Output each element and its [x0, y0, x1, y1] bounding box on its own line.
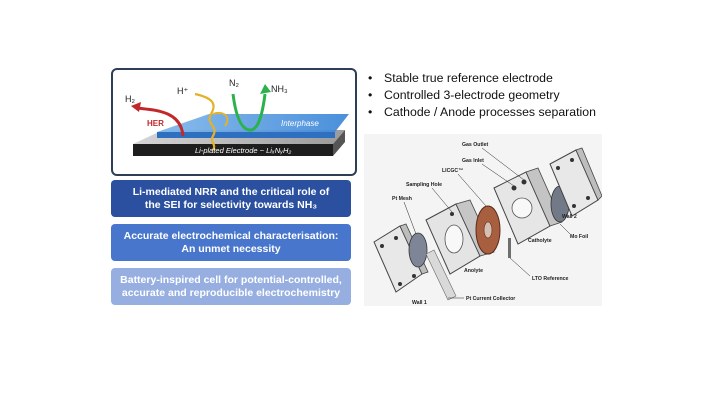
panel-3-line-1: Battery-inspired cell for potential-cont… — [120, 273, 342, 286]
panel-1-line-2: the SEI for selectivity towards NH₃ — [144, 198, 318, 211]
panel-li-mediated-nrr: Li-mediated NRR and the critical role of… — [111, 180, 351, 217]
anolyte-chamber — [444, 224, 464, 254]
bullet-item: Cathode / Anode processes separation — [366, 104, 596, 121]
panel-battery-inspired-cell: Battery-inspired cell for potential-cont… — [111, 268, 351, 305]
electrode-slab-side — [333, 130, 345, 156]
gas-inlet-label: Gas Inlet — [462, 158, 484, 164]
interphase-layer — [157, 114, 349, 132]
hplus-label: H⁺ — [177, 86, 188, 96]
wall-1-hole — [412, 274, 416, 278]
gas-inlet-port — [511, 185, 517, 191]
mo-foil-label: Mo Foil — [570, 234, 589, 240]
wall-1-hole — [380, 244, 384, 248]
gas-outlet-port — [521, 179, 527, 185]
wall-1-label: Wall 1 — [412, 300, 427, 306]
gas-outlet-label: Gas Outlet — [462, 142, 489, 148]
wall-2-hole — [556, 166, 560, 170]
electrode-label: Li-plated Electrode ~ LiₓNᵧH₂ — [195, 146, 291, 155]
panel-2-line-1: Accurate electrochemical characterisatio… — [123, 229, 339, 242]
leader-lines — [403, 147, 571, 299]
pt-current-collector-strip — [425, 249, 457, 301]
pt-current-collector-label: Pt Current Collector — [466, 296, 515, 302]
licgc-label: LICGC™ — [442, 168, 463, 174]
nh3-label: NH₃ — [271, 84, 288, 94]
wall-2-hole — [572, 204, 576, 208]
her-label: HER — [147, 119, 164, 128]
electrode-slab-front — [133, 144, 333, 156]
panel-1-line-1: Li-mediated NRR and the critical role of — [132, 185, 330, 198]
panel-2-line-2: An unmet necessity — [181, 242, 281, 255]
catholyte-label: Catholyte — [528, 238, 552, 244]
wall-2-hole — [586, 196, 590, 200]
panel-electrochemical-characterisation: Accurate electrochemical characterisatio… — [111, 224, 351, 261]
licgc-separator-center — [483, 221, 493, 239]
h2-label: H₂ — [125, 94, 135, 104]
bullet-item: Controlled 3-electrode geometry — [366, 87, 596, 104]
interphase-front — [157, 132, 335, 138]
interphase-scheme-svg: H₂ H⁺ N₂ NH₃ HER Interphase Li-plated El… — [125, 78, 349, 156]
interphase-label: Interphase — [281, 119, 319, 128]
cell-diagram-svg: Gas Outlet Gas Inlet LICGC™ Sampling Hol… — [364, 134, 603, 306]
lto-reference-label: LTO Reference — [532, 276, 569, 282]
bullet-item: Stable true reference electrode — [366, 70, 596, 87]
wall-2-label: Wall 2 — [562, 214, 577, 220]
wall-2-hole — [570, 158, 574, 162]
sampling-hole — [450, 212, 454, 216]
lto-reference-pin — [508, 238, 511, 258]
feature-bullet-list: Stable true reference electrode Controll… — [366, 70, 596, 121]
wall-1-hole — [394, 236, 398, 240]
n2-nh3-path — [231, 93, 267, 132]
interphase-illustration: H₂ H⁺ N₂ NH₃ HER Interphase Li-plated El… — [111, 68, 357, 176]
anolyte-label: Anolyte — [464, 268, 483, 274]
sampling-hole-label: Sampling Hole — [406, 182, 442, 188]
her-arrowhead — [131, 102, 141, 112]
nh3-arrowhead — [260, 84, 271, 94]
hplus-tail — [212, 112, 229, 127]
panel-3-line-2: accurate and reproducible electrochemist… — [121, 286, 341, 299]
hplus-path — [194, 92, 216, 151]
wall-1-hole — [398, 282, 402, 286]
pt-mesh-label: Pt Mesh — [392, 196, 412, 202]
her-arrow — [136, 106, 185, 137]
catholyte-chamber — [511, 197, 533, 219]
pt-mesh-disc — [408, 232, 428, 268]
cell-exploded-diagram: Gas Outlet Gas Inlet LICGC™ Sampling Hol… — [364, 134, 603, 306]
n2-label: N₂ — [229, 78, 239, 88]
